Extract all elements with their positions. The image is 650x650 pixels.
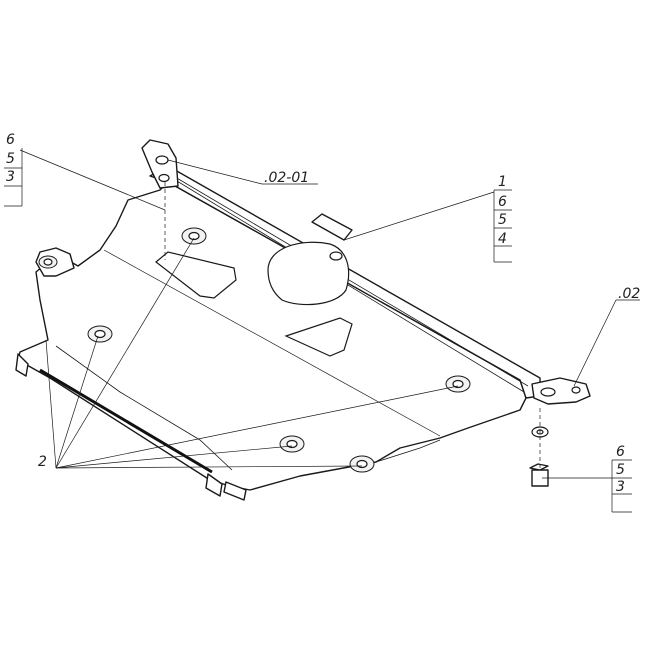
reinforcement-rod: [39, 368, 213, 474]
separate-bracket: [311, 213, 353, 241]
callout-3: 3: [6, 169, 15, 185]
callout-02: .02: [618, 286, 640, 302]
callout-bottom-right: 6 5 3: [611, 444, 632, 513]
window-left: [155, 251, 237, 299]
callout-4: 4: [498, 231, 507, 247]
bosses: [87, 227, 471, 473]
callout-top-left: 6 5 3: [4, 132, 23, 207]
callout-5: 5: [6, 151, 15, 167]
callout-6: 6: [6, 132, 15, 148]
callout-5: 5: [616, 462, 625, 478]
window-center: [284, 317, 353, 357]
cutout-round: [267, 241, 350, 306]
leader-lines: [19, 149, 640, 479]
bolt: [531, 469, 549, 487]
callout-6: 6: [498, 194, 507, 210]
callout-02-01: .02-01: [264, 170, 309, 186]
callout-top-right: 1 6 5 4: [493, 174, 512, 263]
callout-2: 2: [38, 454, 47, 470]
callout-3: 3: [616, 479, 625, 495]
callout-6: 6: [616, 444, 625, 460]
callout-1: 1: [498, 174, 507, 190]
callout-5: 5: [498, 212, 507, 228]
bracket-right: [531, 377, 591, 405]
